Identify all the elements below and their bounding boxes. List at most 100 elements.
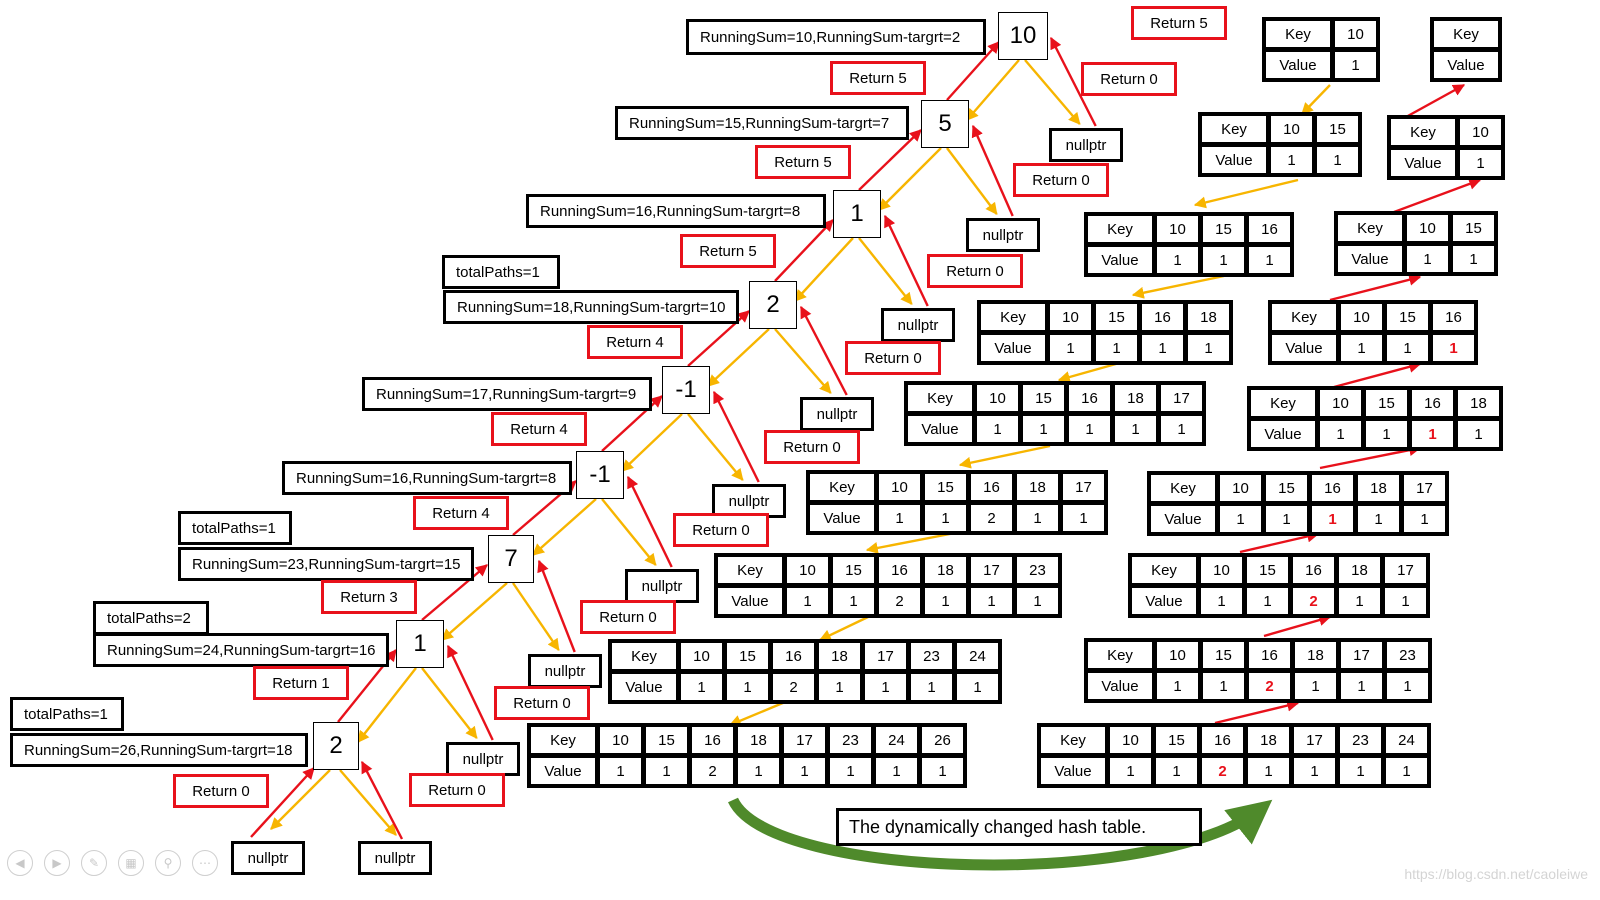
slides-icon[interactable]: ▦ (118, 850, 144, 876)
key-header-cell: Key (1150, 474, 1216, 502)
return-up-arrow (446, 644, 494, 741)
key-cell: 17 (1160, 384, 1203, 412)
tree-node: 2 (749, 281, 797, 329)
nullptr-box: nullptr (446, 742, 520, 776)
key-cell: 16 (1201, 726, 1244, 754)
recurse-down-arrow (512, 582, 560, 651)
value-cell: 1 (1141, 334, 1184, 362)
key-cell: 10 (976, 384, 1019, 412)
return-up-arrow (626, 475, 673, 568)
value-cell: 1 (1384, 587, 1427, 615)
tree-node: -1 (662, 366, 710, 414)
running-sum-label: RunningSum=24,RunningSum-targrt=16 (93, 633, 389, 667)
recurse-down-arrow (966, 59, 1020, 121)
key-cell: 23 (1386, 641, 1429, 669)
running-sum-label: RunningSum=16,RunningSum-targrt=8 (282, 461, 572, 495)
key-cell: 10 (878, 473, 921, 501)
return-up-arrow (421, 564, 488, 621)
key-cell: 15 (1365, 389, 1408, 417)
value-header-cell: Value (1150, 505, 1216, 533)
key-cell: 16 (691, 726, 734, 754)
value-cell: 1 (1114, 415, 1157, 443)
total-paths-label: totalPaths=1 (178, 511, 292, 545)
value-cell: 1 (1338, 587, 1381, 615)
pen-icon[interactable]: ✎ (81, 850, 107, 876)
hash-table-down-arrow (1131, 274, 1225, 299)
key-cell: 10 (1049, 303, 1092, 331)
return-label: Return 4 (413, 496, 509, 530)
value-cell: 1 (1386, 334, 1429, 362)
key-cell: 18 (737, 726, 780, 754)
key-cell: 15 (1095, 303, 1138, 331)
key-cell: 10 (786, 556, 829, 584)
key-cell: 15 (1316, 115, 1359, 143)
value-header-cell: Value (611, 673, 677, 701)
value-cell: 2 (1248, 672, 1291, 700)
hash-table-down-arrow (818, 615, 869, 642)
value-cell: 1 (875, 757, 918, 785)
tree-node: 7 (488, 535, 534, 583)
value-header-cell: Value (1390, 149, 1456, 177)
recurse-down-arrow (707, 328, 770, 387)
value-cell: 1 (1202, 246, 1245, 274)
value-cell: 1 (1160, 415, 1203, 443)
value-cell: 1 (910, 673, 953, 701)
watermark: https://blog.csdn.net/caoleiwe (1404, 866, 1588, 882)
recurse-down-arrow (441, 582, 508, 641)
zoom-icon[interactable]: ⚲ (155, 850, 181, 876)
value-header-cell: Value (809, 504, 875, 532)
value-cell: 1 (645, 757, 688, 785)
key-cell: 17 (970, 556, 1013, 584)
key-cell: 16 (1068, 384, 1111, 412)
value-header-cell: Value (1250, 420, 1316, 448)
key-cell: 23 (1339, 726, 1382, 754)
key-cell: 24 (956, 642, 999, 670)
value-cell: 1 (1411, 420, 1454, 448)
prev-icon[interactable]: ◀ (7, 850, 33, 876)
running-sum-label: RunningSum=16,RunningSum-targrt=8 (526, 194, 826, 228)
key-cell: 10 (1219, 474, 1262, 502)
return-up-arrow (946, 41, 1000, 101)
next-icon[interactable]: ▶ (44, 850, 70, 876)
key-header-cell: Key (907, 384, 973, 412)
key-header-cell: Key (1337, 214, 1403, 242)
value-cell: 1 (1334, 51, 1377, 79)
return-label: Return 0 (1013, 163, 1109, 197)
key-header-cell: Key (1271, 303, 1337, 331)
value-cell: 1 (1270, 146, 1313, 174)
hash-table-change-arrow (728, 797, 1273, 871)
key-cell: 17 (1062, 473, 1105, 501)
return-up-arrow (971, 124, 1014, 217)
recurse-down-arrow (532, 498, 597, 556)
key-cell: 15 (1246, 556, 1289, 584)
return-label: Return 5 (755, 145, 851, 179)
key-cell: 10 (1334, 20, 1377, 48)
hash-table-up-arrow (1214, 699, 1300, 725)
key-header-cell: Key (809, 473, 875, 501)
key-cell: 15 (1155, 726, 1198, 754)
key-cell: 16 (878, 556, 921, 584)
key-cell: 10 (1109, 726, 1152, 754)
value-header-cell: Value (1040, 757, 1106, 785)
value-cell: 1 (1406, 245, 1449, 273)
return-up-arrow (883, 214, 929, 307)
key-cell: 17 (864, 642, 907, 670)
return-label: Return 1 (253, 666, 349, 700)
key-header-cell: Key (1201, 115, 1267, 143)
return-up-arrow (1049, 36, 1097, 127)
return-up-arrow (712, 390, 760, 483)
tree-node: -1 (576, 451, 624, 499)
return-label: Return 5 (680, 234, 776, 268)
value-cell: 2 (878, 587, 921, 615)
return-label: Return 0 (173, 774, 269, 808)
key-cell: 10 (1156, 215, 1199, 243)
edge-layer (250, 36, 1482, 840)
more-icon[interactable]: ⋯ (192, 850, 218, 876)
value-header-cell: Value (1201, 146, 1267, 174)
recurse-down-arrow (687, 413, 744, 481)
return-up-arrow (774, 219, 834, 282)
